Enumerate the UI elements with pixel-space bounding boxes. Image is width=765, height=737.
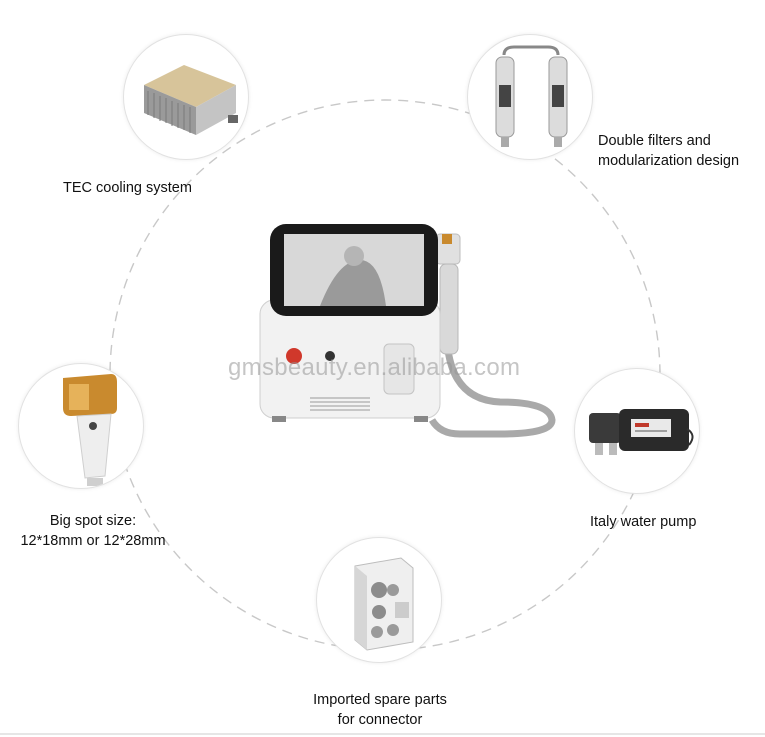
- caption-line: modularization design: [598, 153, 740, 169]
- water-pump-icon: [589, 409, 694, 455]
- watermark: gmsbeauty.en.alibaba.com: [228, 354, 521, 381]
- double-filter-caption: Double filters and modularization design: [598, 131, 739, 171]
- tec-cooling-bubble: [123, 34, 249, 160]
- double-filter-bubble: [467, 34, 593, 160]
- caption-line: for connector: [337, 712, 423, 728]
- caption-line: Big spot size:: [49, 513, 137, 529]
- double-filter-icon: [495, 45, 568, 147]
- diode-laser-device-image: [259, 224, 556, 438]
- handpiece-caption: Big spot size: 12*18mm or 12*28mm: [8, 511, 178, 551]
- connector-bubble: [316, 537, 442, 663]
- laser-handpiece-icon: [63, 374, 117, 486]
- bottom-divider: [0, 733, 765, 735]
- water-pump-bubble: [574, 368, 700, 494]
- handpiece-bubble: [18, 363, 144, 489]
- tec-cooling-caption: TEC cooling system: [63, 178, 192, 198]
- connector-part-icon: [354, 557, 414, 651]
- caption-line: TEC cooling system: [63, 180, 192, 196]
- tec-cooling-block-icon: [144, 65, 238, 135]
- water-pump-caption: Italy water pump: [590, 512, 696, 532]
- caption-line: 12*18mm or 12*28mm: [20, 533, 166, 549]
- caption-line: Italy water pump: [590, 514, 697, 530]
- caption-line: Double filters and: [598, 133, 711, 149]
- caption-line: Imported spare parts: [313, 692, 447, 708]
- connector-caption: Imported spare parts for connector: [300, 690, 460, 730]
